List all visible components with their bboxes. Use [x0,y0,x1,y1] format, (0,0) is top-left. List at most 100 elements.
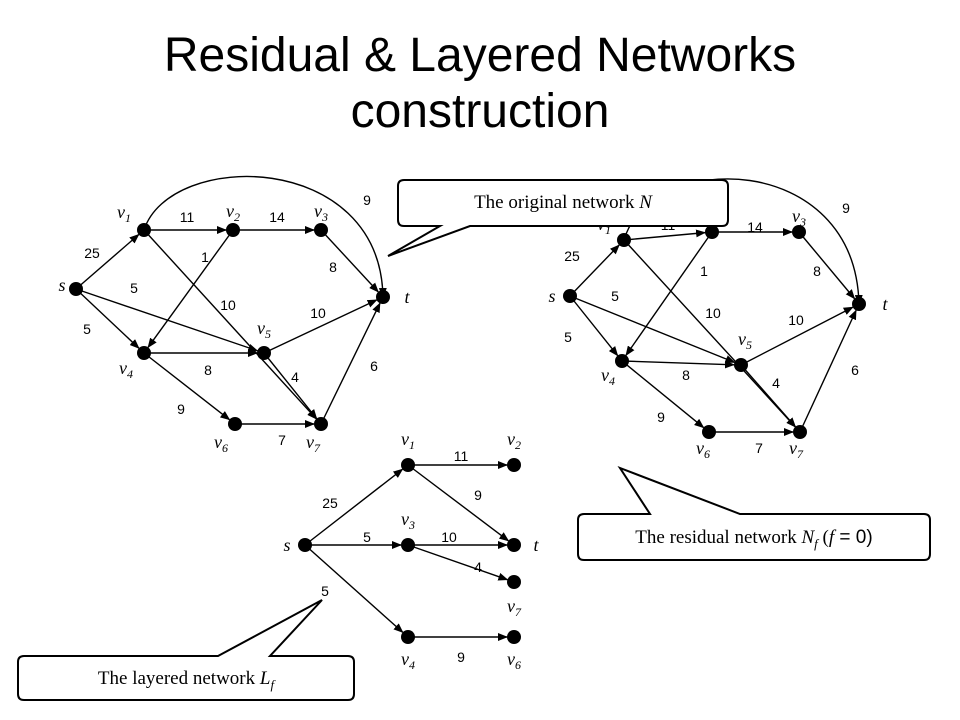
resid-weight-v6-v7: 7 [755,440,763,456]
orig-node-v4 [137,346,151,360]
orig-weight-v6-v7: 7 [278,432,286,448]
resid-edge-v5-v7 [740,364,797,428]
layer-weight-s-v4: 5 [321,583,329,599]
resid-weight-v7-t: 6 [851,362,859,378]
resid-node-v7 [793,425,807,439]
resid-node-v5 [734,358,748,372]
layer-weight-v3-t: 10 [441,529,457,545]
orig-label-v6: v6 [214,432,228,455]
orig-weight-v5-v7: 4 [291,369,299,385]
orig-label-v2: v2 [226,201,240,224]
resid-weight-v2-v4: 1 [700,263,708,279]
callout-residual-text: The residual network Nf (f = 0) [635,527,872,551]
resid-label-v6: v6 [696,438,710,461]
layer-weight-v4-v6: 9 [457,649,465,665]
orig-node-v2 [226,223,240,237]
layer-edge-v1-t [407,464,510,542]
orig-edge-v7-t [320,302,381,425]
resid-node-t [852,297,866,311]
orig-edge-v5-v7 [263,352,318,420]
resid-label-v4: v4 [601,365,615,388]
layer-node-s [298,538,312,552]
orig-edge-s-v4 [75,288,140,349]
resid-node-v2 [705,225,719,239]
resid-label-v3: v3 [792,206,806,229]
resid-label-v5: v5 [738,329,752,352]
orig-label-v1: v1 [117,202,131,225]
resid-weight-v5-t: 10 [788,312,804,328]
orig-label-v4: v4 [119,358,133,381]
resid-node-v4 [615,354,629,368]
resid-weight-v2-v3: 14 [747,219,763,235]
resid-weight-v5-v7: 4 [772,375,780,391]
title-line-1: Residual & Layered Networks [163,29,797,82]
layer-node-t [507,538,521,552]
orig-weight-v3-t: 8 [329,259,337,275]
resid-edge-s-v1 [569,244,620,297]
orig-edge-v2-v4 [147,229,234,349]
orig-weight-v5-t: 10 [310,305,326,321]
callout-residual: The residual network Nf (f = 0) [577,465,931,561]
orig-weight-s-v5: 5 [130,280,138,296]
resid-edge-v3-t [798,231,856,300]
orig-label-v5: v5 [257,318,271,341]
layer-node-v2 [507,458,521,472]
layer-weight-v1-t: 9 [474,487,482,503]
orig-label-v7: v7 [306,432,321,455]
resid-edge-v7-t [799,309,857,433]
resid-weight-s-v4: 5 [564,329,572,345]
orig-edge-v4-v6 [143,352,231,421]
orig-label-s: s [58,275,65,295]
resid-edge-s-v4 [569,295,619,357]
layer-label-v3: v3 [401,509,415,532]
resid-edge-v4-v5 [621,360,736,369]
layer-weight-s-v3: 5 [363,529,371,545]
orig-node-s [69,282,83,296]
orig-edge-v1-t [143,175,387,298]
resid-node-v1 [617,233,631,247]
callout-layered: The layered network Lf [17,599,355,701]
layer-node-v3 [401,538,415,552]
layer-node-v6 [507,630,521,644]
resid-label-v7: v7 [789,438,804,461]
layer-label-v1: v1 [401,429,415,452]
orig-weight-v4-v6: 9 [177,401,185,417]
resid-edge-v2-v4 [625,231,713,357]
orig-weight-v2-v3: 14 [269,209,285,225]
callout-layered-text: The layered network Lf [98,668,277,692]
resid-edge-s-v5 [569,295,736,364]
orig-weight-v4-v5: 8 [204,362,212,378]
layer-weight-v1-v2: 11 [454,448,469,464]
layer-label-v7: v7 [507,596,522,619]
orig-weight-s-v1: 25 [84,245,100,261]
resid-edge-v1-v2 [623,229,707,241]
resid-edge-v1-v7 [623,239,796,428]
layer-label-v6: v6 [507,649,521,672]
orig-weight-s-v4: 5 [83,321,91,337]
resid-weight-v4-v5: 8 [682,367,690,383]
layer-label-v2: v2 [507,429,521,452]
orig-weight-v2-v4: 1 [201,249,209,265]
resid-weight-v1-t: 9 [842,200,850,216]
orig-node-v1 [137,223,151,237]
layer-node-v7 [507,575,521,589]
orig-node-v7 [314,417,328,431]
layer-label-s: s [283,535,290,555]
orig-node-v3 [314,223,328,237]
title-line-2: construction [350,85,610,138]
orig-edge-s-v1 [75,233,140,290]
resid-label-t: t [882,294,888,314]
resid-weight-s-v1: 25 [564,248,580,264]
orig-weight-v1-v2: 11 [180,209,195,225]
resid-edge-v4-v6 [621,360,705,429]
resid-weight-v3-t: 8 [813,263,821,279]
layer-label-v4: v4 [401,649,415,672]
layer-node-v1 [401,458,415,472]
page-title: Residual & Layered Networks construction [0,28,960,140]
orig-edge-s-v5 [75,288,259,352]
resid-node-v3 [792,225,806,239]
